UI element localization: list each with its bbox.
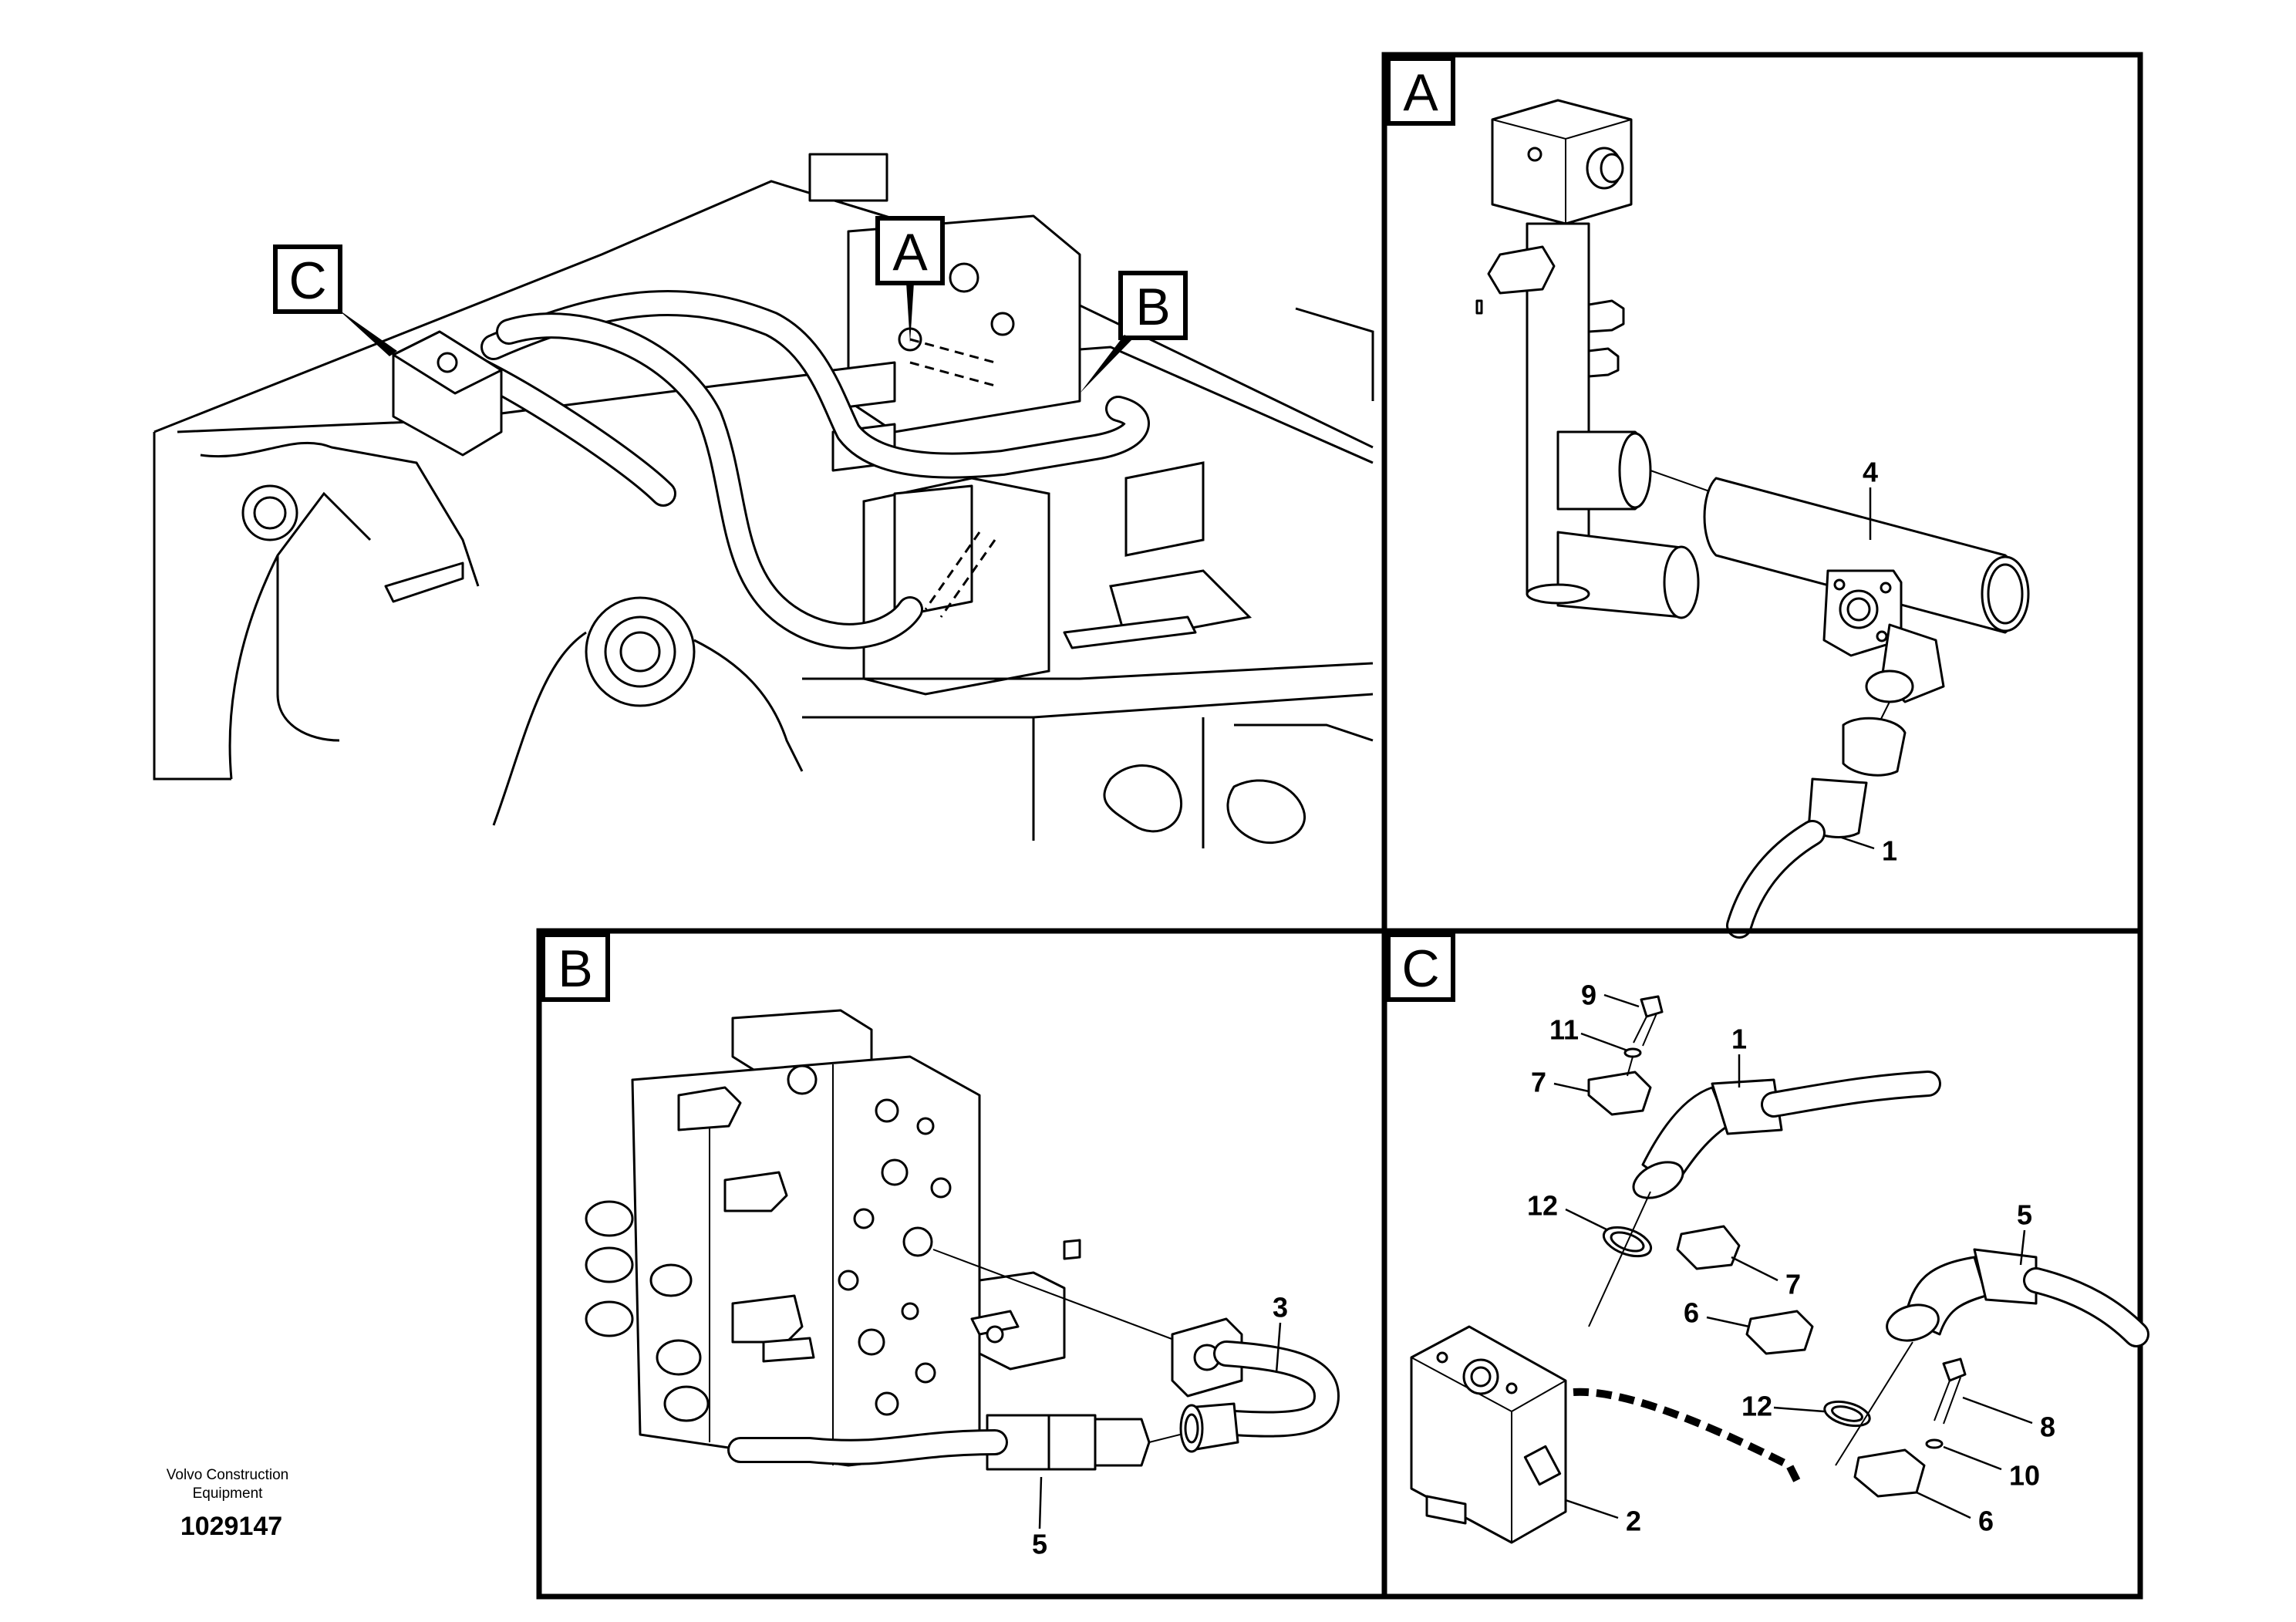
document-number: 1029147 [180,1512,282,1541]
part-number-11: 11 [1549,1014,1579,1046]
callout-label: A [892,223,928,282]
panel-b-tag[interactable]: B [541,932,610,1002]
callout-label: C [288,251,326,310]
part-number-1: 1 [1731,1023,1747,1055]
panel-label: C [1401,939,1439,998]
part-number-10: 10 [2009,1460,2040,1492]
panel-label: B [558,939,592,998]
overview-callout-a[interactable]: A [875,216,945,343]
part-number-6: 6 [1684,1297,1699,1329]
part-number-9: 9 [1581,980,1596,1011]
part-number-12: 12 [1741,1391,1772,1422]
part-number-7: 7 [1785,1269,1801,1300]
part-number-8: 8 [2040,1411,2055,1443]
part-number-4: 4 [1863,457,1878,488]
part-number-5: 5 [1032,1529,1047,1560]
brand-line-1: Volvo Construction [167,1467,288,1483]
panel-a-tag[interactable]: A [1386,56,1455,126]
part-number-6: 6 [1978,1506,1994,1537]
brand-line-2: Equipment [193,1485,264,1502]
panel-c-tag[interactable]: C [1386,932,1455,1002]
volvo-brand-block: Volvo Construction Equipment 1029147 [167,1467,288,1541]
panel-label: A [1403,63,1438,122]
part-number-7: 7 [1531,1067,1546,1098]
part-number-5: 5 [2017,1199,2032,1231]
overview-callout-c[interactable]: C [273,244,397,356]
overview-callout-b[interactable]: B [1080,271,1188,393]
panel-b: B [536,928,1387,1600]
part-number-3: 3 [1273,1292,1288,1324]
callout-label: B [1135,278,1170,336]
part-number-1: 1 [1882,835,1897,867]
part-number-12: 12 [1527,1190,1558,1222]
part-number-2: 2 [1626,1506,1641,1537]
panel-a: A [1381,52,2143,939]
panel-c: C [1381,928,2149,1600]
